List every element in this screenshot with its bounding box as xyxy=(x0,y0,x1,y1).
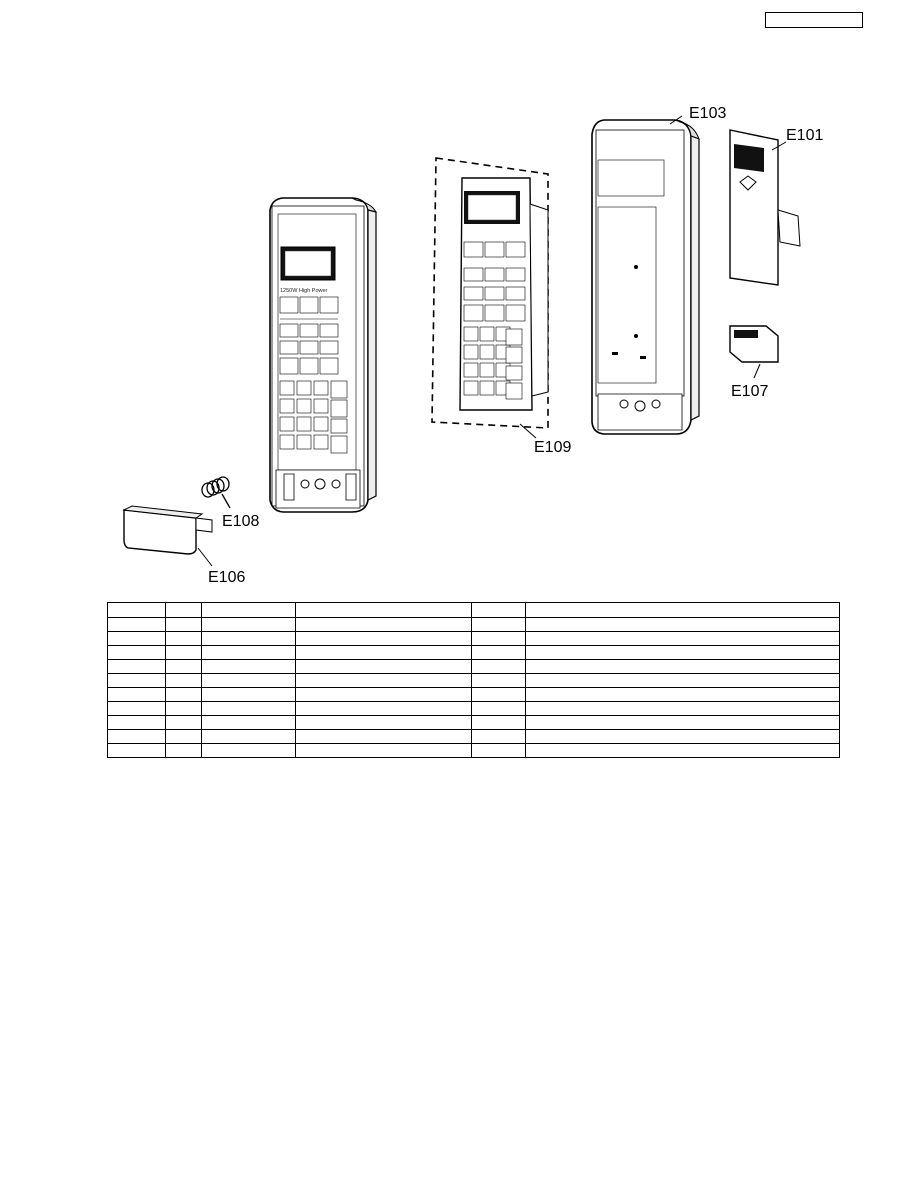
table-cell xyxy=(471,645,526,660)
table-cell xyxy=(107,602,166,618)
table-cell xyxy=(165,631,202,646)
table-cell xyxy=(201,602,296,618)
table-cell xyxy=(201,729,296,744)
table-cell xyxy=(525,602,840,618)
table-cell xyxy=(471,687,526,702)
table-cell xyxy=(295,659,472,674)
table-cell xyxy=(471,631,526,646)
table-cell xyxy=(471,617,526,632)
table-cell xyxy=(525,687,840,702)
control-panel-assembly: 1250W High Power xyxy=(269,197,377,513)
push-button-part xyxy=(122,505,213,567)
table-cell xyxy=(201,673,296,688)
table-row xyxy=(107,602,840,618)
table-cell xyxy=(165,617,202,632)
table-row xyxy=(107,631,840,646)
table-cell xyxy=(471,729,526,744)
table-row xyxy=(107,673,840,688)
table-cell xyxy=(201,743,296,758)
table-cell xyxy=(295,673,472,688)
label-e101: E101 xyxy=(786,127,823,144)
table-cell xyxy=(525,617,840,632)
table-cell xyxy=(165,687,202,702)
table-cell xyxy=(295,617,472,632)
table-row xyxy=(107,645,840,660)
table-cell xyxy=(165,645,202,660)
membrane-keypad xyxy=(431,157,549,439)
label-e108: E108 xyxy=(222,513,259,530)
table-cell xyxy=(295,602,472,618)
table-cell xyxy=(165,602,202,618)
table-cell xyxy=(525,631,840,646)
table-cell xyxy=(295,743,472,758)
parts-list-table xyxy=(107,602,840,758)
table-cell xyxy=(471,701,526,716)
table-cell xyxy=(471,715,526,730)
table-cell xyxy=(107,673,166,688)
table-row xyxy=(107,659,840,674)
label-e106: E106 xyxy=(208,569,245,586)
table-cell xyxy=(107,659,166,674)
table-cell xyxy=(295,701,472,716)
table-cell xyxy=(107,631,166,646)
table-cell xyxy=(107,617,166,632)
table-row xyxy=(107,617,840,632)
table-cell xyxy=(471,602,526,618)
table-cell xyxy=(471,743,526,758)
table-cell xyxy=(295,715,472,730)
table-cell xyxy=(201,617,296,632)
lever-holder xyxy=(729,325,779,379)
table-cell xyxy=(295,687,472,702)
table-cell xyxy=(201,659,296,674)
table-cell xyxy=(107,687,166,702)
table-cell xyxy=(201,631,296,646)
table-cell xyxy=(165,743,202,758)
page-reference-box xyxy=(765,12,863,28)
table-cell xyxy=(525,715,840,730)
table-row xyxy=(107,743,840,758)
table-cell xyxy=(165,701,202,716)
table-row xyxy=(107,687,840,702)
table-cell xyxy=(107,743,166,758)
model-text: 1250W High Power xyxy=(280,288,328,294)
table-cell xyxy=(525,729,840,744)
table-cell xyxy=(525,645,840,660)
table-cell xyxy=(295,729,472,744)
table-row xyxy=(107,715,840,730)
label-e103: E103 xyxy=(689,105,726,122)
table-cell xyxy=(107,645,166,660)
table-cell xyxy=(201,701,296,716)
table-cell xyxy=(471,659,526,674)
table-cell xyxy=(201,687,296,702)
table-cell xyxy=(165,729,202,744)
label-e109: E109 xyxy=(534,439,571,456)
table-row xyxy=(107,729,840,744)
escutcheon-base xyxy=(591,119,700,435)
table-row xyxy=(107,701,840,716)
table-cell xyxy=(295,645,472,660)
table-cell xyxy=(471,673,526,688)
table-cell xyxy=(107,701,166,716)
table-cell xyxy=(201,645,296,660)
table-cell xyxy=(107,715,166,730)
table-cell xyxy=(525,673,840,688)
exploded-parts-diagram: 1250W High Power xyxy=(122,105,823,586)
table-cell xyxy=(165,715,202,730)
table-cell xyxy=(165,673,202,688)
table-cell xyxy=(201,715,296,730)
door-release-lever xyxy=(729,129,801,286)
label-e107: E107 xyxy=(731,383,768,400)
table-cell xyxy=(165,659,202,674)
table-cell xyxy=(107,729,166,744)
table-cell xyxy=(295,631,472,646)
coil-spring xyxy=(201,476,231,509)
table-cell xyxy=(525,659,840,674)
table-cell xyxy=(525,743,840,758)
table-cell xyxy=(525,701,840,716)
